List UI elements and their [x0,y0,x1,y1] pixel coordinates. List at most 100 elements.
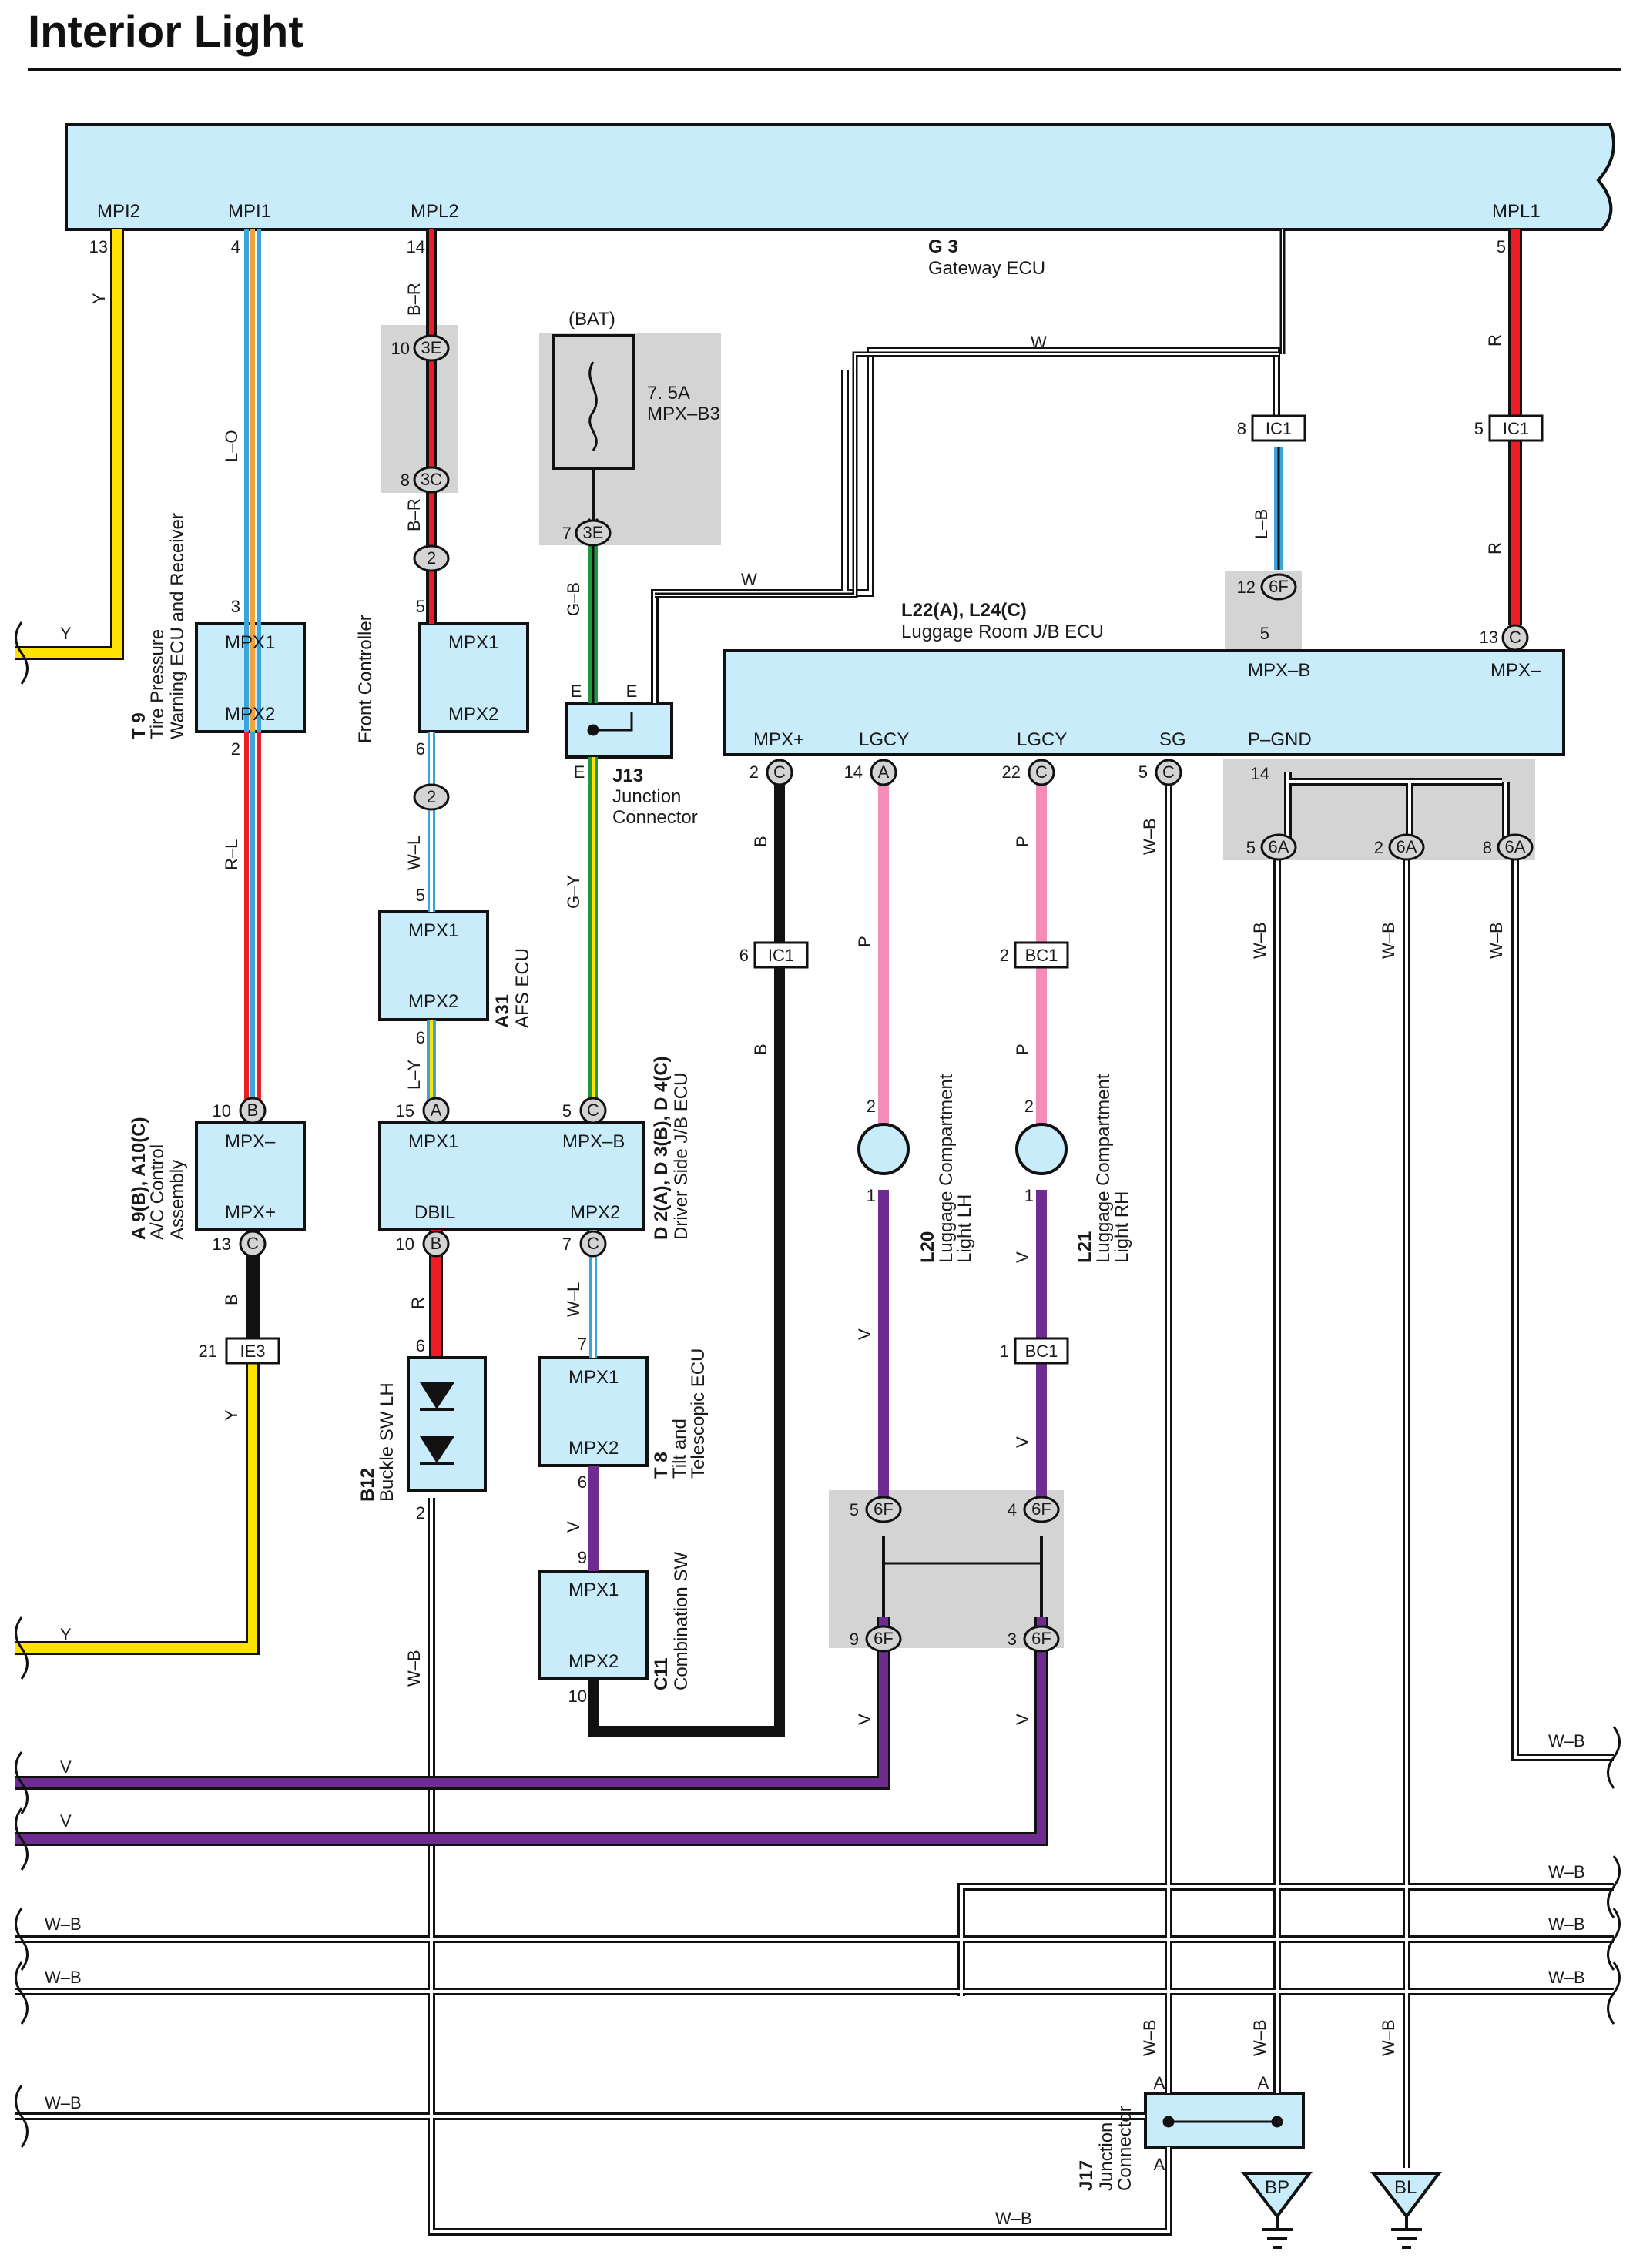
comb-port-mpx2: MPX2 [568,1651,619,1672]
svg-text:W–L: W–L [404,836,424,870]
svg-text:3: 3 [1008,1630,1017,1649]
svg-text:W–B: W–B [995,2209,1032,2228]
tire-port-mpx1: MPX1 [225,632,275,653]
svg-text:Y: Y [89,293,109,304]
ground-bl-icon [1370,2172,1442,2219]
comb-code: C11 [651,1657,672,1690]
lug-port-mpxb: MPX–B [1248,660,1310,681]
driver-port-mpx1: MPX1 [408,1131,458,1152]
svg-text:A: A [1154,2155,1165,2174]
svg-text:8: 8 [1483,838,1492,857]
svg-text:9: 9 [850,1630,859,1649]
comb-name: Combination SW [671,1552,692,1690]
fuse-rating: 7. 5A [647,383,690,404]
j17-name-1: Junction [1096,2122,1117,2191]
connector-ovals [239,334,1534,1653]
lug-port-lgcy-1: LGCY [859,729,909,750]
gw-port-mpl1: MPL1 [1492,201,1541,222]
wire-break-marks [15,621,1621,2148]
l20-name-2: Light LH [954,1194,975,1263]
svg-text:W–B: W–B [1250,2019,1269,2056]
rotated-labels: T 9 Tire Pressure Warning ECU and Receiv… [129,513,1135,2191]
combination-sw-block [538,1570,649,1680]
svg-text:15: 15 [396,1101,414,1121]
tire-name-1: Tire Pressure [147,629,168,739]
svg-text:21: 21 [199,1342,217,1361]
svg-text:6: 6 [739,946,749,965]
svg-text:E: E [574,762,585,782]
front-port-mpx1: MPX1 [448,632,498,653]
connector-boxes [225,414,1544,1365]
title-rule [28,68,1621,71]
svg-text:BC1: BC1 [1025,946,1058,965]
svg-text:2: 2 [867,1097,876,1116]
j17-code: J17 [1076,2160,1097,2191]
svg-text:2: 2 [427,787,436,806]
driver-port-dbil: DBIL [414,1202,455,1223]
svg-text:5: 5 [1246,838,1256,857]
svg-text:R: R [408,1297,428,1309]
svg-text:V: V [60,1811,72,1831]
svg-text:A: A [1258,2073,1269,2092]
tire-name-2: Warning ECU and Receiver [167,513,188,739]
w-wire-gateway [655,229,1286,598]
page-title: Interior Light [28,7,303,57]
svg-text:14: 14 [1251,764,1269,783]
svg-text:W–B: W–B [1548,1968,1585,1987]
svg-text:W–B: W–B [1379,922,1398,959]
ac-port-mpx-plus: MPX+ [225,1202,276,1223]
gw-port-mpl2: MPL2 [411,201,459,222]
svg-text:R: R [1485,542,1504,554]
lug-port-pgnd: P–GND [1248,729,1312,750]
violet-wire-2 [15,1617,1046,1844]
svg-text:W–B: W–B [1548,1731,1585,1750]
fuse-mpx-b3 [552,334,635,524]
svg-text:P: P [855,936,874,947]
svg-text:W–B: W–B [1548,1862,1585,1881]
yellow-wire-bottom [15,1348,257,1653]
svg-text:2: 2 [416,1503,425,1523]
svg-text:C: C [1162,762,1175,782]
svg-text:W–B: W–B [45,1968,82,1987]
svg-text:E: E [626,682,638,701]
svg-text:W–B: W–B [1487,922,1506,959]
svg-text:V: V [855,1328,874,1340]
svg-text:BC1: BC1 [1025,1342,1058,1361]
l20-code: L20 [917,1231,938,1263]
svg-text:6F: 6F [1269,577,1289,596]
svg-text:14: 14 [407,237,425,256]
gw-port-mpi1: MPI1 [228,201,271,222]
svg-text:5: 5 [562,1101,572,1121]
luggage-name: Luggage Room J/B ECU [901,621,1104,642]
svg-text:W–B: W–B [1140,818,1159,855]
j13-code: J13 [612,765,643,786]
svg-text:W–B: W–B [1379,2019,1398,2056]
svg-text:5: 5 [1138,762,1148,782]
l21-code: L21 [1075,1231,1095,1263]
svg-text:5: 5 [850,1500,859,1519]
wires-stripes [244,229,1283,1737]
svg-text:C: C [1035,762,1048,782]
svg-text:W–B: W–B [45,2093,82,2112]
wires-colored [15,229,1520,1844]
svg-text:1: 1 [1024,1186,1034,1205]
svg-text:IC1: IC1 [768,946,794,965]
pin-numbers: 13 4 14 5 10 8 5 6 5 6 3 2 7 8 5 12 5 13… [89,237,1506,1706]
ac-name-1: A/C Control [147,1144,168,1240]
l21-name-1: Luggage Compartment [1093,1074,1114,1263]
svg-text:IC1: IC1 [1266,419,1292,438]
svg-text:3E: 3E [583,523,604,542]
afs-code: A31 [492,994,513,1028]
svg-text:R–L: R–L [222,839,241,870]
lug-port-mpx-minus: MPX– [1490,660,1541,681]
tire-code: T 9 [129,712,149,739]
svg-text:10: 10 [396,1235,414,1254]
svg-text:L–B: L–B [1252,509,1271,539]
svg-text:2: 2 [1374,838,1383,857]
svg-text:W–B: W–B [404,1650,424,1687]
svg-text:5: 5 [1497,237,1506,256]
ac-port-mpx-minus: MPX– [225,1131,276,1152]
svg-text:B: B [247,1100,259,1120]
l21-name-2: Light RH [1112,1191,1132,1263]
